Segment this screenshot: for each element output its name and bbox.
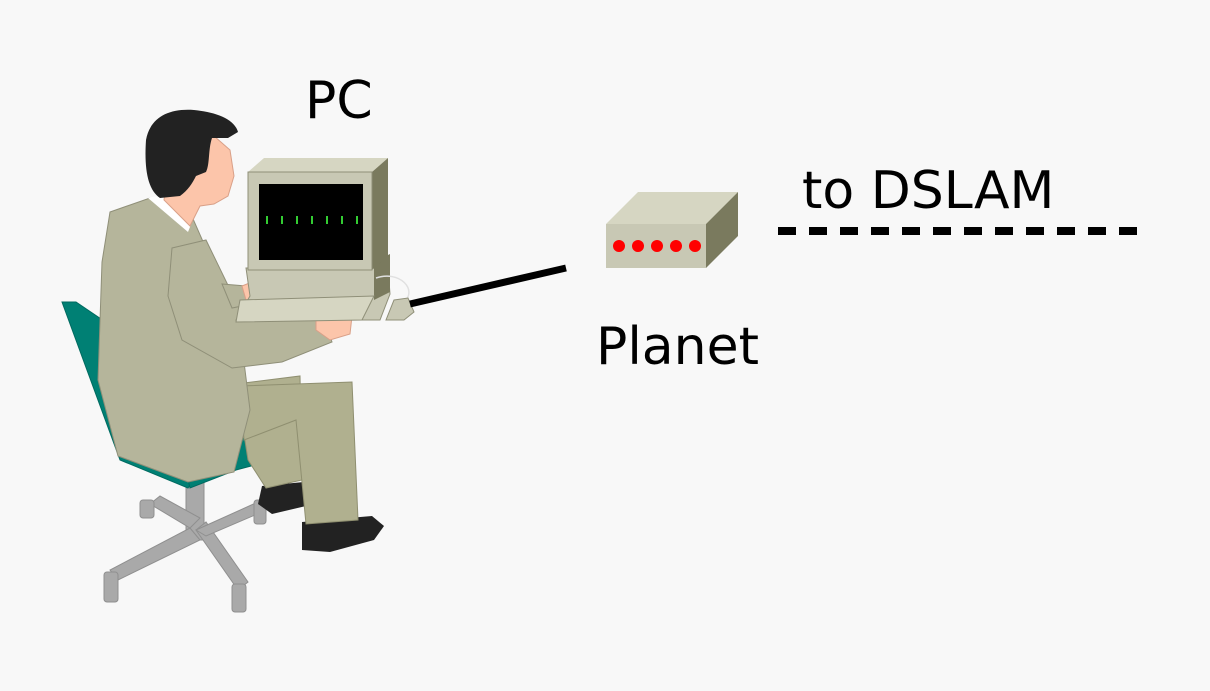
shoe-front: [302, 516, 384, 552]
shirt-collar: [148, 194, 192, 232]
trousers: [235, 375, 359, 525]
keyboard: [235, 295, 375, 323]
modem-leds: [613, 240, 701, 252]
monitor-side: [372, 158, 388, 270]
chair-base: [103, 469, 267, 613]
desktop-computer-icon: [235, 158, 415, 323]
monitor-top: [248, 158, 388, 172]
hair: [145, 109, 238, 198]
modem-side: [706, 192, 738, 268]
screen-ticks: [266, 216, 358, 224]
modem-label: Planet: [596, 317, 759, 377]
mouse-icon: [385, 297, 415, 321]
uplink-label: to DSLAM: [802, 161, 1054, 221]
pc-modem-cable: [409, 264, 567, 308]
modem-top: [606, 192, 738, 224]
pc-label: PC: [305, 71, 373, 131]
shoe-back: [258, 482, 306, 514]
modem-icon: [606, 192, 738, 268]
suit-jacket: [97, 197, 333, 483]
